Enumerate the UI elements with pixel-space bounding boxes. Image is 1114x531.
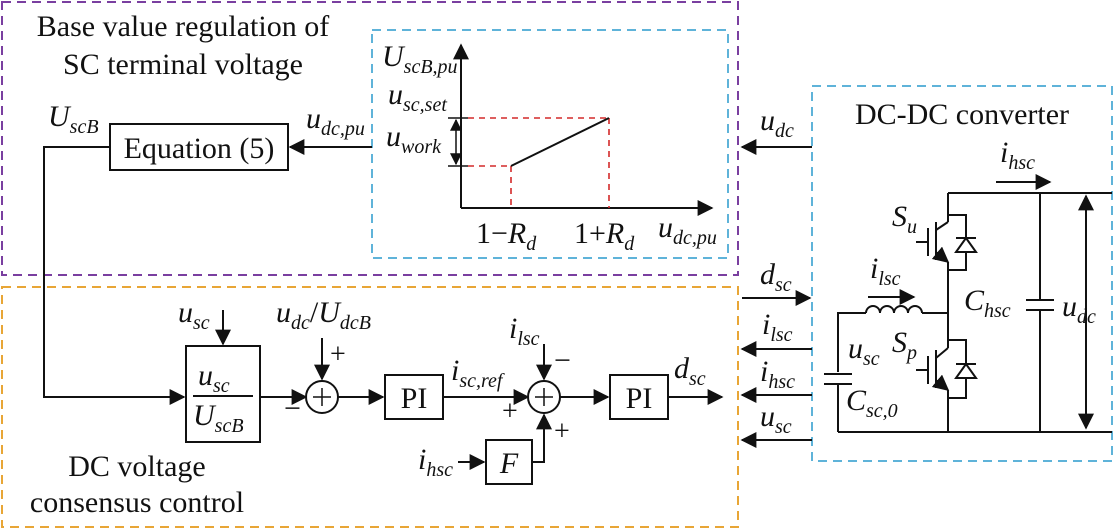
divider-block <box>185 345 261 443</box>
su-label: Su <box>892 200 917 238</box>
udcpu-input-label: udc,pu <box>306 102 365 140</box>
ilsc-inductor-label: ilsc <box>870 252 901 290</box>
su-emitter <box>931 246 950 264</box>
usc-set-label: usc,set <box>388 78 447 116</box>
consensus-title-line2: consensus control <box>30 486 244 519</box>
feedforward-f-label: F <box>499 447 519 480</box>
usc-capacitor-label: usc <box>848 332 880 370</box>
uscb-output-label: UscB <box>48 100 99 138</box>
characteristic-line <box>510 117 610 167</box>
ilsc-signal-label: ilsc <box>762 308 793 346</box>
inductor-icon <box>865 305 923 314</box>
equation-5-block <box>109 123 289 171</box>
divider-denominator: UscB <box>193 399 244 437</box>
udc-voltage-label: udc <box>1062 290 1096 328</box>
base-regulation-frame <box>1 1 739 276</box>
ilsc-feedback-label: ilsc <box>509 312 540 350</box>
pi-controller-2 <box>609 374 669 420</box>
udc-signal-label: udc <box>760 104 794 142</box>
inductor-left-wire <box>837 312 866 372</box>
consensus-title-line1: DC voltage <box>68 450 205 483</box>
dsc-output-label: dsc <box>674 352 706 390</box>
converter-title: DC-DC converter <box>855 98 1069 131</box>
u-work-label: uwork <box>386 120 442 158</box>
equation-5-label: Equation (5) <box>124 132 275 165</box>
sp-collector <box>935 347 949 359</box>
base-regulation-title-line1: Base value regulation of <box>37 10 329 43</box>
converter-frame <box>811 85 1113 462</box>
sum1-plus-sign: + <box>330 339 346 370</box>
sum2-plus-bottom-sign: + <box>554 416 570 447</box>
consensus-control-frame <box>1 286 739 528</box>
feedforward-f-block <box>485 439 533 485</box>
pi-controller-2-label: PI <box>626 382 653 415</box>
ihsc-top-label: ihsc <box>1000 136 1035 174</box>
csc0-label: Csc,0 <box>846 384 898 422</box>
pi-controller-1-label: PI <box>401 382 428 415</box>
sp-diode-icon <box>954 362 978 379</box>
sum2-plus-left-sign: + <box>502 396 518 427</box>
dsc-signal-label: dsc <box>760 258 792 296</box>
sum1-minus-sign: − <box>284 392 301 425</box>
tick-low-label: 1−Rd <box>476 217 537 255</box>
su-collector <box>935 221 949 231</box>
usc-input-label: usc <box>178 296 210 334</box>
base-regulation-title-line2: SC terminal voltage <box>63 48 303 81</box>
sp-emitter <box>931 374 950 392</box>
divider-numerator: usc <box>198 359 230 397</box>
f-to-sum2-line <box>532 413 552 463</box>
udc-over-udcb-label: udc/UdcB <box>276 296 371 334</box>
usc-signal-label: usc <box>760 400 792 438</box>
su-diode-icon <box>954 236 978 253</box>
sp-label: Sp <box>892 326 917 364</box>
ihsc-signal-label: ihsc <box>760 355 795 393</box>
sum2-minus-sign: − <box>554 344 571 377</box>
curve-y-axis-label: UscB,pu <box>382 40 458 78</box>
tick-high-label: 1+Rd <box>574 217 635 255</box>
chsc-label: Chsc <box>964 284 1011 322</box>
curve-frame <box>371 29 729 259</box>
isc-ref-label: isc,ref <box>451 354 505 392</box>
uscb-feedback-line <box>43 146 186 405</box>
curve-x-axis-label: udc,pu <box>658 211 717 249</box>
ihsc-feedforward-label: ihsc <box>418 443 453 481</box>
